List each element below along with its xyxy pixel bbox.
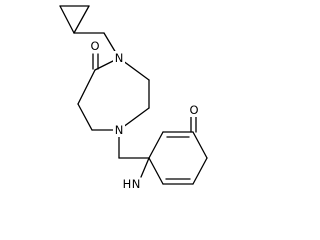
nh-label-bg xyxy=(119,176,143,190)
o-pyridone-label-bg xyxy=(188,103,200,117)
nh-ring-bonds xyxy=(140,157,150,178)
n1-atom-label: N xyxy=(115,51,124,65)
o-ketone-label-bg xyxy=(89,39,101,53)
diazepanone-ring xyxy=(77,57,150,131)
atom-labels: N N O O H N xyxy=(89,39,200,191)
bond xyxy=(148,131,164,159)
pyridone-carbonyl xyxy=(190,116,197,133)
ketone-oxygen-label: O xyxy=(90,39,99,53)
bond xyxy=(59,5,75,34)
molecule-structure-diagram: N N O O H N xyxy=(59,5,208,191)
bond xyxy=(148,157,164,185)
pyridone-oxygen-label: O xyxy=(189,103,198,117)
ketone-carbonyl xyxy=(92,53,99,70)
bond xyxy=(140,157,150,178)
n1-label-bg xyxy=(113,51,125,65)
cyclopropyl-ring xyxy=(59,5,90,34)
bond xyxy=(192,131,208,159)
bond xyxy=(77,103,93,131)
n4-label-bg xyxy=(113,123,125,137)
nh-nitrogen-label: N xyxy=(132,177,141,191)
bond xyxy=(192,157,208,185)
n4-atom-label: N xyxy=(115,123,124,137)
bond xyxy=(73,5,90,34)
nh-hydrogen-label: H xyxy=(123,177,132,191)
pyridone-ring xyxy=(148,131,208,185)
bond xyxy=(77,69,96,105)
